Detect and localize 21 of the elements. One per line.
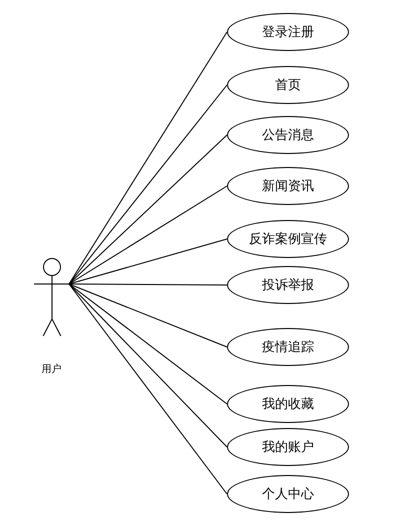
use-case-label: 投诉举报 <box>262 277 314 294</box>
use-case-label: 公告消息 <box>262 127 314 144</box>
use-case-label: 登录注册 <box>262 24 314 41</box>
actor-label: 用户 <box>40 362 62 376</box>
association-line <box>68 284 228 404</box>
use-case-label: 反诈案例宣传 <box>249 231 327 248</box>
use-case-label: 新闻资讯 <box>262 178 314 195</box>
association-line <box>68 134 228 284</box>
association-line <box>68 284 228 286</box>
use-case-label: 疫情追踪 <box>262 339 314 356</box>
use-case-label: 我的账户 <box>262 439 314 456</box>
association-line <box>68 186 228 284</box>
use-case-label: 我的收藏 <box>262 396 314 413</box>
use-case-label: 首页 <box>275 77 301 94</box>
association-line <box>68 32 228 284</box>
association-line <box>68 284 228 494</box>
association-line <box>68 238 228 284</box>
association-line <box>68 84 228 284</box>
association-line <box>68 284 228 448</box>
association-line <box>68 284 228 348</box>
use-case-label: 个人中心 <box>262 486 314 503</box>
